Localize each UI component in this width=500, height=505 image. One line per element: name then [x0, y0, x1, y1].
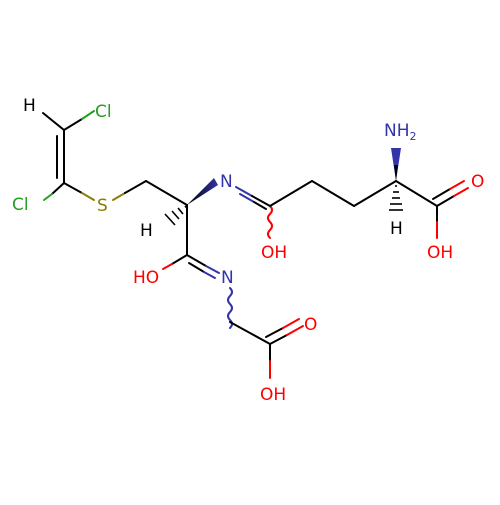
bond-c-s [63, 182, 83, 194]
bond-h-c-vinyl [42, 112, 65, 131]
atom-cl-left: Cl [12, 195, 29, 215]
bond-c-s-yellow [81, 192, 95, 201]
bond-c-cl-left-green [43, 193, 53, 201]
hash-calpha-glu-h [389, 185, 403, 211]
atom-nh2-main: NH [384, 121, 410, 141]
bond-cimidic-ch2 [269, 180, 313, 207]
atom-h-alpha-cys: H [140, 221, 153, 241]
bond-s-ch2 [124, 180, 147, 194]
bond-c-cl-top [63, 118, 83, 131]
wedge-calpha-n [187, 178, 218, 205]
wedge-calpha-nh2 [391, 148, 401, 181]
bond-c-n-double-b-blue [203, 271, 216, 279]
bond-cgly-o-a [269, 334, 288, 345]
bond-cooh-o-b-red [449, 180, 465, 190]
bond-cooh-o-a [436, 195, 455, 207]
bond-ch2-calpha-glu [353, 180, 397, 207]
atom-labels: H Cl Cl S H N OH NH2 H O OH HO N O OH [12, 96, 484, 405]
bond-c-ho [171, 254, 188, 265]
bond-cgly-o-b-red [282, 318, 300, 329]
bond-n-cimidic-a-blue [235, 186, 253, 197]
bond-calpha-cooh [395, 180, 438, 207]
bond-c-n-double-b [188, 262, 205, 273]
atom-oh-gly: OH [260, 385, 286, 405]
atom-n-imine-1: N [220, 172, 233, 192]
bonds [42, 110, 469, 379]
bond-c-n-double-a-blue [205, 265, 220, 274]
bond-n-cimidic-a [251, 195, 271, 207]
bond-cgly-o-b [265, 327, 284, 338]
wedge-calpha-nh2-base [394, 165, 398, 181]
atom-oh-glu: OH [427, 243, 453, 263]
bond-c-ho-red [162, 263, 173, 270]
stereo-bonds [164, 148, 403, 226]
bond-n-cimidic-b-blue [239, 193, 255, 203]
bond-s-ch2-yellow [112, 192, 126, 201]
bond-ch2-calpha [145, 180, 188, 206]
bond-c-n-double-a [186, 254, 207, 267]
bond-n-ch2-wavy [227, 287, 233, 329]
bond-cooh-o-b [432, 188, 451, 200]
atom-o-gly-carbonyl: O [304, 315, 317, 335]
bond-cgly-o-a-red [286, 325, 304, 336]
atom-o-glu-carbonyl: O [471, 172, 484, 192]
bond-c-cl-top-green [81, 110, 95, 120]
atom-h-alpha-glu: H [390, 219, 403, 239]
atom-nh2: NH2 [384, 121, 417, 143]
atom-n-imine-2: N [221, 268, 234, 288]
atom-s: S [97, 196, 108, 216]
bond-n-cimidic-b [253, 201, 267, 210]
atom-h-vinyl: H [23, 96, 36, 116]
atom-oh-imidic-1: OH [261, 243, 287, 263]
atom-ho-imidic-2: HO [133, 268, 159, 288]
bond-ch2-cgly [229, 321, 271, 345]
bond-ch2-ch2 [311, 180, 355, 207]
bond-c-oh-wavy [267, 205, 273, 239]
bond-c-cl-left [51, 182, 65, 195]
bond-cooh-o-a-red [453, 187, 469, 197]
atom-nh2-subscript: 2 [410, 130, 417, 143]
hash-calpha-h [164, 205, 188, 226]
atom-cl-top: Cl [95, 102, 112, 122]
